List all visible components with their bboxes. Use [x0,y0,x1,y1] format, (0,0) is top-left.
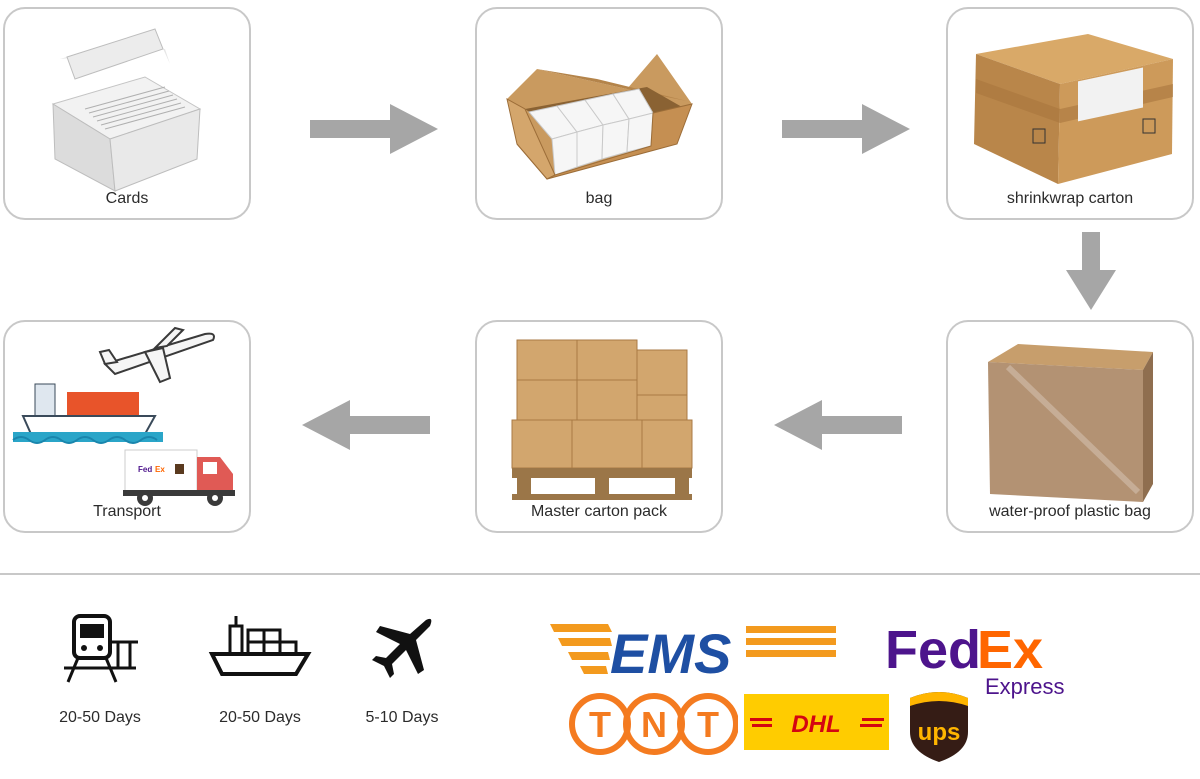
step-waterproof-bag: water-proof plastic bag [946,320,1194,533]
svg-text:Ex: Ex [155,465,165,474]
svg-text:Express: Express [985,674,1064,699]
shipping-days: 20-50 Days [219,709,301,726]
wrapped-carton-image [988,344,1153,502]
step-cards: Cards [3,7,251,220]
fedex-logo: Fed Ex Express [885,616,1065,700]
train-icon [64,614,138,683]
step-label: Cards [105,190,149,207]
ups-logo: ups [906,688,972,764]
step-transport: Fed Ex Transport [3,320,251,533]
svg-text:T: T [697,704,719,745]
step-label: bag [585,190,613,207]
arrow-left-icon [774,400,902,450]
section-divider [0,573,1200,575]
svg-text:ups: ups [918,719,961,746]
shipping-rail: 20-50 Days [50,612,150,727]
ems-text: EMS [610,622,731,682]
arrow-left-icon [302,400,430,450]
cargo-ship-illustration [12,383,163,444]
shipping-days: 5-10 Days [365,709,439,726]
shipping-air: 5-10 Days [352,612,452,727]
step-bag: bag [475,7,723,220]
airplane-illustration [98,326,215,384]
svg-text:N: N [641,704,667,745]
truck-illustration: Fed Ex [123,449,235,506]
step-label: Transport [93,503,161,520]
step-label: shrinkwrap carton [1006,190,1134,207]
step-label: water-proof plastic bag [989,503,1151,520]
step-shrinkwrap-carton: shrinkwrap carton [946,7,1194,220]
svg-text:T: T [589,704,611,745]
ship-icon [208,616,312,676]
ems-logo: EMS [550,618,840,685]
dhl-logo: DHL [744,694,889,750]
closed-carton-image [974,34,1173,184]
transport-image: Fed Ex [12,326,235,506]
svg-text:DHL: DHL [791,711,840,738]
svg-text:Fed: Fed [885,620,981,680]
pallet-image [511,339,693,500]
svg-text:Ex: Ex [977,620,1043,680]
arrow-down-icon [1066,232,1116,310]
arrow-right-icon [310,104,438,154]
shipping-days: 20-50 Days [59,709,141,726]
svg-text:Fed: Fed [138,465,152,474]
tnt-logo: T N T [568,688,739,760]
step-master-carton: Master carton pack [475,320,723,533]
open-carton-image [506,54,693,180]
arrow-right-icon [782,104,910,154]
airplane-icon [372,618,432,678]
step-label: Master carton pack [530,503,668,520]
card-box-image [51,28,202,192]
shipping-sea: 20-50 Days [205,612,315,727]
